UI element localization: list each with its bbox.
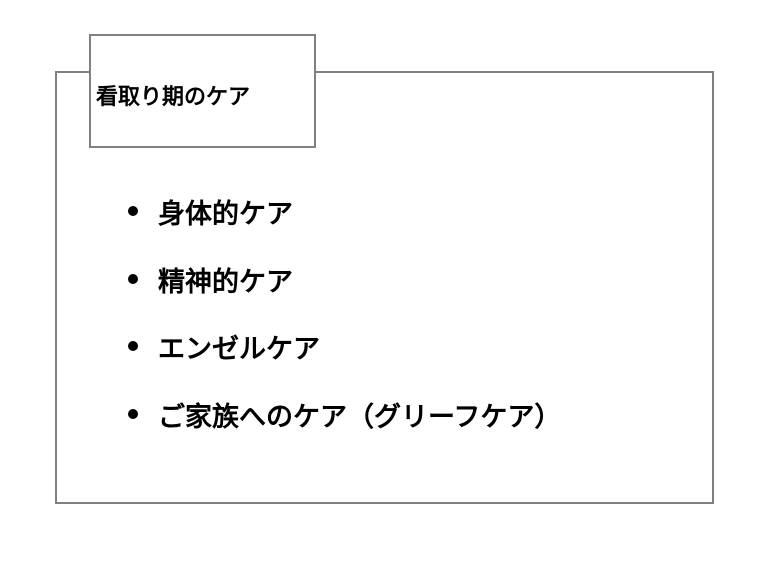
- list-item: 精神的ケア: [120, 260, 561, 328]
- list-item: エンゼルケア: [120, 327, 561, 395]
- title-box: 看取り期のケア: [89, 34, 316, 148]
- list-item-text: エンゼルケア: [158, 334, 320, 365]
- bullet-icon: [128, 408, 138, 419]
- list-item: ご家族へのケア（グリーフケア）: [120, 395, 561, 463]
- list-item: 身体的ケア: [120, 192, 561, 260]
- title-text: 看取り期のケア: [96, 85, 251, 110]
- list-item-text: 身体的ケア: [158, 199, 293, 230]
- list-item-text: ご家族へのケア（グリーフケア）: [158, 401, 562, 433]
- bullet-list: 身体的ケア 精神的ケア エンゼルケア ご家族へのケア（グリーフケア）: [120, 192, 561, 462]
- list-item-text: 精神的ケア: [158, 266, 293, 298]
- content-frame: [55, 71, 714, 504]
- bullet-icon: [128, 341, 138, 351]
- bullet-icon: [128, 273, 138, 284]
- bullet-icon: [128, 206, 138, 216]
